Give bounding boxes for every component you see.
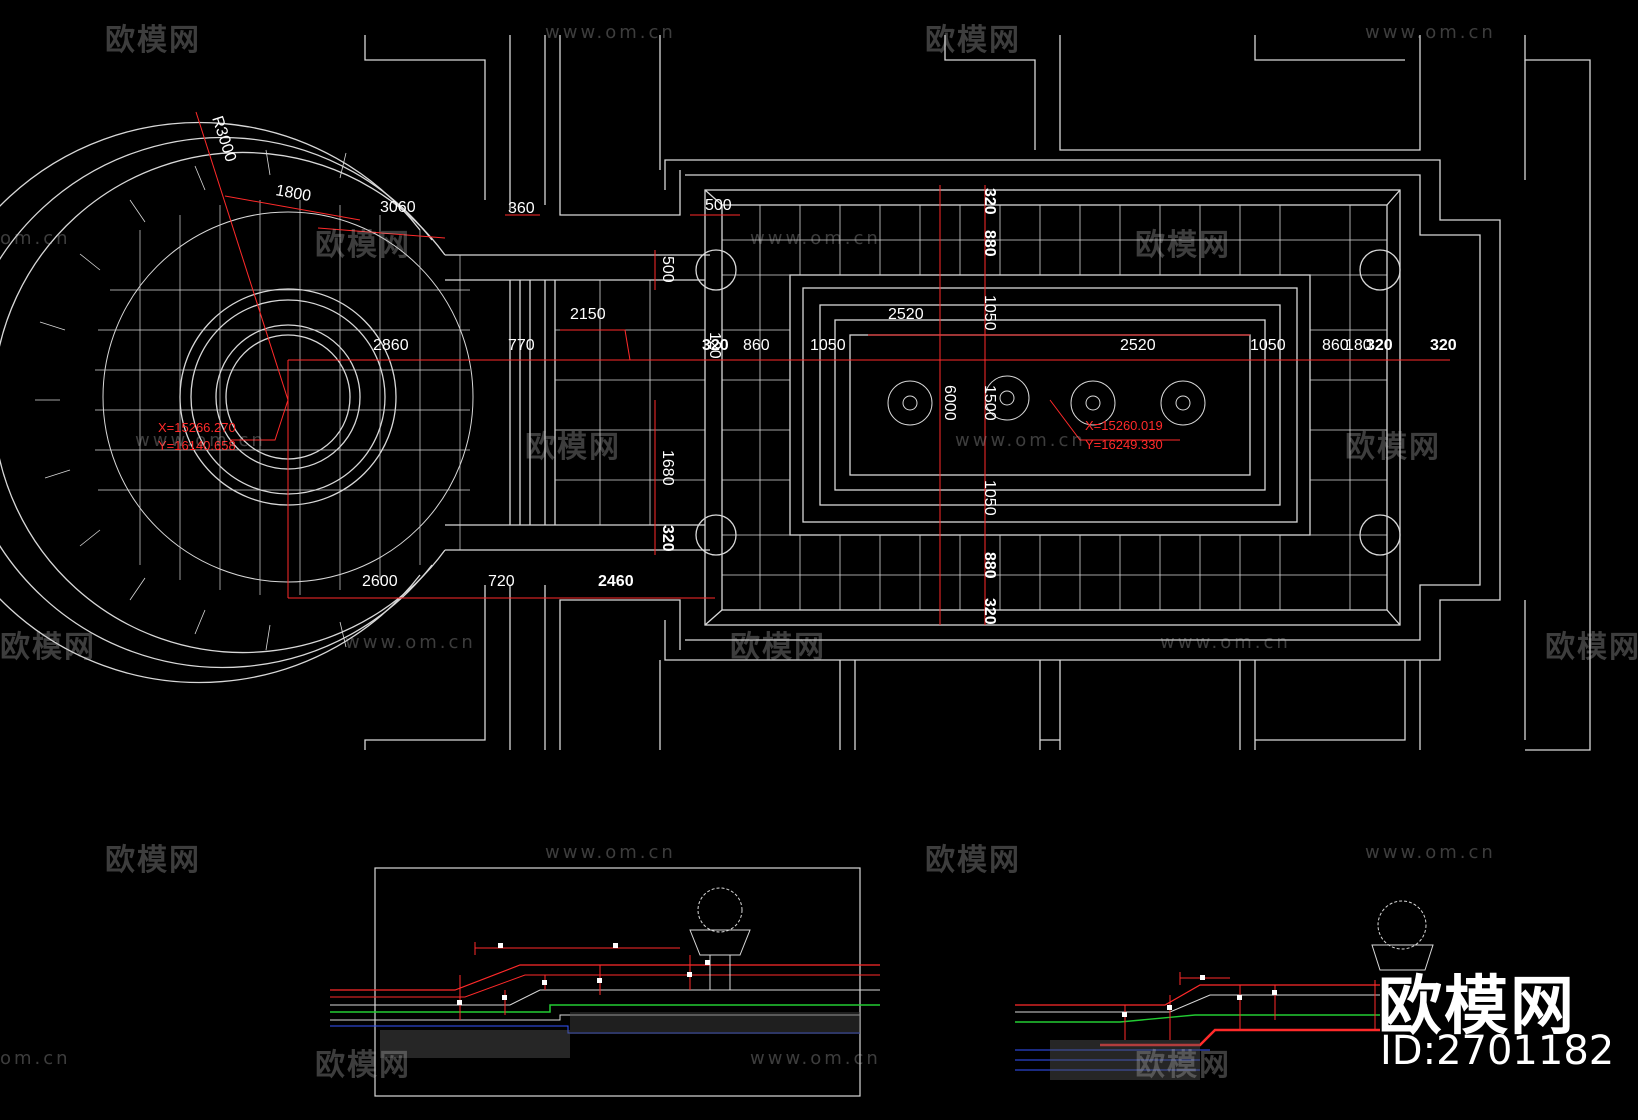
dim-2520-mid: 2520 xyxy=(1120,337,1156,354)
dim-320-right1: 320 xyxy=(1366,337,1393,354)
dim-1050-right: 1050 xyxy=(1250,337,1286,354)
dim-500-top: 500 xyxy=(705,197,732,214)
dim-v1500: 1500 xyxy=(981,385,998,421)
dim-arc-3060: 3060 xyxy=(380,199,416,216)
dim-2600: 2600 xyxy=(362,573,398,590)
dim-2460: 2460 xyxy=(598,573,634,590)
dim-v880-bot: 880 xyxy=(981,552,998,579)
dim-v1050-bot: 1050 xyxy=(981,480,998,516)
dimension-lines xyxy=(195,111,1450,625)
dim-120: 120 xyxy=(706,332,723,359)
dim-2860: 2860 xyxy=(373,337,409,354)
dimension-labels: R3000 1800 3060 360 500 500 2150 2860 77… xyxy=(208,114,1457,625)
dim-radius: R3000 xyxy=(208,114,239,164)
fountain-ornament xyxy=(887,375,1206,426)
dim-v880-top: 880 xyxy=(981,230,998,257)
dim-v1050-top: 1050 xyxy=(981,295,998,331)
brand-logo: 欧模网 xyxy=(1378,970,1576,1044)
coordinate-labels: X=15266.270 Y=16140.658 X=15260.019 Y=16… xyxy=(158,418,1163,453)
coord-left-x: X=15266.270 xyxy=(158,420,236,435)
dim-v320-bot: 320 xyxy=(981,598,998,625)
coord-left-y: Y=16140.658 xyxy=(158,438,236,453)
dim-v320-top: 320 xyxy=(981,188,998,215)
dim-320-left: 320 xyxy=(702,337,729,354)
dim-2520-top: 2520 xyxy=(888,306,924,323)
dim-320-lower: 320 xyxy=(659,525,676,552)
dim-1050-left: 1050 xyxy=(810,337,846,354)
plan-view xyxy=(0,35,1591,751)
dim-320-right2: 320 xyxy=(1430,337,1457,354)
section-view-right xyxy=(1015,900,1434,1080)
coord-right-y: Y=16249.330 xyxy=(1085,437,1163,452)
dim-1680: 1680 xyxy=(659,450,676,486)
dim-180: 180 xyxy=(1345,337,1372,354)
dim-720: 720 xyxy=(488,573,515,590)
dim-770: 770 xyxy=(508,337,535,354)
dim-860-right: 860 xyxy=(1322,337,1349,354)
dim-v6000: 6000 xyxy=(941,385,958,421)
brand-id: ID:2701182 xyxy=(1380,1028,1615,1074)
dim-arc-1800: 1800 xyxy=(274,182,312,205)
dim-2150: 2150 xyxy=(570,306,606,323)
dim-360: 360 xyxy=(508,200,535,217)
section-view-left xyxy=(330,867,880,1097)
dim-860-left: 860 xyxy=(743,337,770,354)
dim-500-side: 500 xyxy=(659,256,676,283)
coord-right-x: X=15260.019 xyxy=(1085,418,1163,433)
